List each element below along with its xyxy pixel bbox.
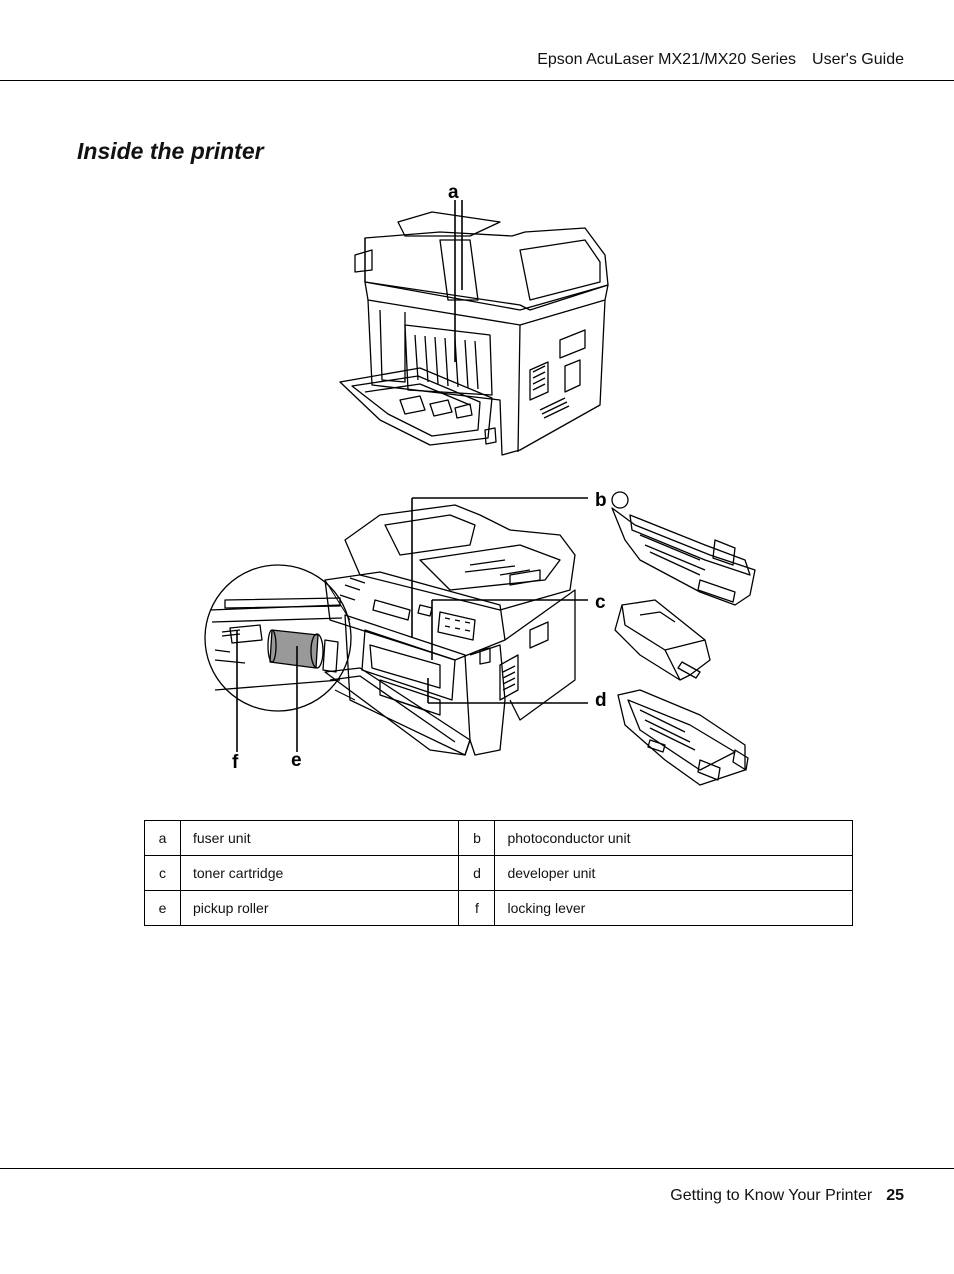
photoconductor-unit: [611, 491, 756, 606]
parts-legend-table: a fuser unit b photoconductor unit c ton…: [144, 820, 853, 926]
callout-e: e: [291, 750, 302, 771]
callout-f: f: [232, 752, 239, 773]
printer-illustration: a b c d e f: [204, 182, 756, 786]
table-row: e pickup roller f locking lever: [144, 890, 853, 926]
legend-key: e: [144, 890, 181, 926]
legend-key: c: [144, 855, 181, 891]
legend-label: fuser unit: [179, 820, 460, 856]
printer-front-open-view: [324, 504, 576, 756]
legend-key: f: [458, 890, 496, 926]
legend-label: locking lever: [494, 890, 853, 926]
legend-key: b: [458, 820, 496, 856]
developer-unit: [617, 689, 749, 786]
callout-c: c: [595, 592, 606, 613]
page-title: Inside the printer: [77, 138, 264, 164]
leader-lines: [236, 200, 588, 752]
legend-key: a: [144, 820, 181, 856]
legend-label: pickup roller: [179, 890, 460, 926]
legend-label: toner cartridge: [179, 855, 460, 891]
callout-b: b: [595, 490, 607, 511]
page-number: 25: [886, 1187, 904, 1204]
toner-cartridge: [614, 599, 711, 681]
printer-rear-view: [339, 211, 609, 456]
page-header: Epson AcuLaser MX21/MX20 Series User's Gu…: [0, 0, 954, 81]
running-header: Epson AcuLaser MX21/MX20 Series User's Gu…: [537, 51, 904, 69]
callout-d: d: [595, 690, 607, 711]
header-product: Epson AcuLaser MX21/MX20 Series: [537, 51, 797, 68]
header-guide: User's Guide: [812, 51, 904, 68]
legend-key: d: [458, 855, 496, 891]
callout-a: a: [448, 182, 459, 203]
footer-section: Getting to Know Your Printer: [670, 1187, 873, 1204]
footer-rule: [0, 1168, 954, 1169]
legend-label: developer unit: [494, 855, 853, 891]
table-row: a fuser unit b photoconductor unit: [144, 820, 853, 856]
table-row: c toner cartridge d developer unit: [144, 855, 853, 891]
page-footer: Getting to Know Your Printer 25: [670, 1187, 904, 1205]
legend-label: photoconductor unit: [494, 820, 853, 856]
